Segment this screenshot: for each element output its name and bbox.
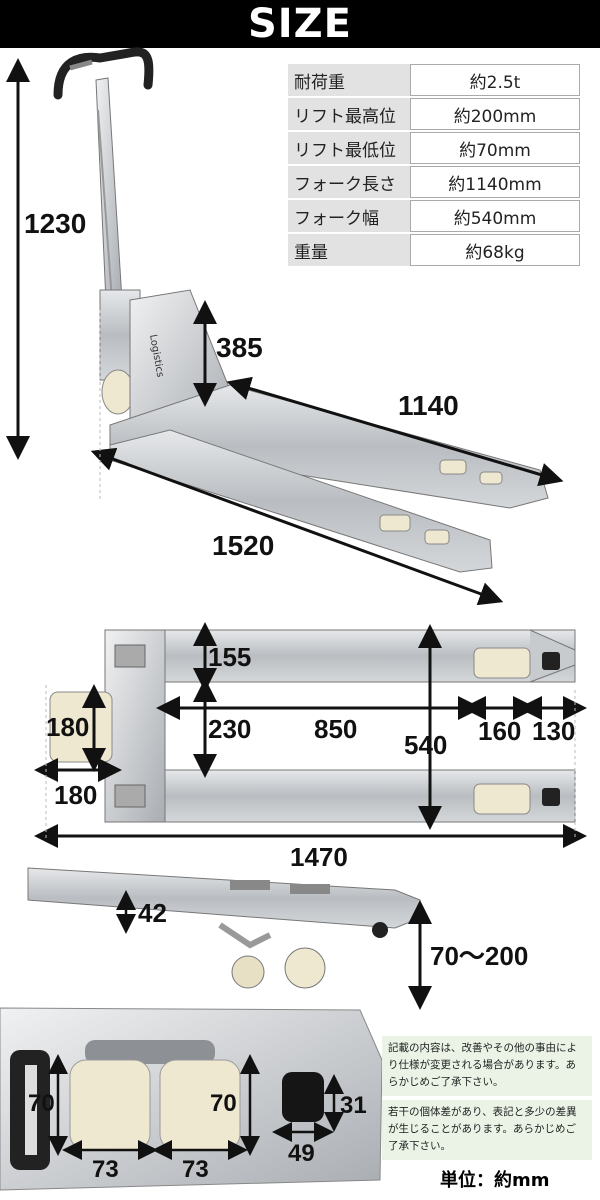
unit-label: 単位：約mm xyxy=(440,1170,550,1191)
spec-row: フォーク長さ約1140mm xyxy=(288,166,580,198)
spec-label: フォーク長さ xyxy=(288,166,410,198)
spec-value: 約540mm xyxy=(410,200,580,232)
spec-row: 耐荷重約2.5t xyxy=(288,64,580,96)
dim-lift-range: 70～200 xyxy=(430,941,529,971)
header-bar xyxy=(0,0,600,48)
spec-row: リフト最低位約70mm xyxy=(288,132,580,164)
spec-row: リフト最高位約200mm xyxy=(288,98,580,130)
note-individual-diff: 若干の個体差があり、表記と多少の差異が生じることがあります。あらかじめご了承下さ… xyxy=(382,1100,592,1160)
dim-inner-gap: 230 xyxy=(208,714,252,744)
dim-fork-length: 1140 xyxy=(398,390,459,421)
pallet-truck-top-view xyxy=(49,629,576,823)
dim-small-wheel-h: 31 xyxy=(340,1092,367,1119)
dim-steer-wheel-dia: 180 xyxy=(46,712,90,742)
note-spec-change: 記載の内容は、改善やその他の事由により仕様が変更される場合があります。あらかじめ… xyxy=(382,1036,592,1096)
dim-width: 540 xyxy=(404,730,448,760)
dim-overall-top: 1470 xyxy=(290,842,348,872)
spec-value: 約2.5t xyxy=(410,64,580,96)
dim-total-length: 1520 xyxy=(212,530,275,561)
spec-value: 約200mm xyxy=(410,98,580,130)
spec-row: フォーク幅約540mm xyxy=(288,200,580,232)
dim-fork-gap-side: 155 xyxy=(208,642,252,672)
dim-roller-right: 70 xyxy=(210,1090,237,1117)
spec-label: リフト最低位 xyxy=(288,132,410,164)
spec-label: リフト最高位 xyxy=(288,98,410,130)
spec-value: 約68kg xyxy=(410,234,580,266)
dim-roller-left: 70 xyxy=(28,1090,55,1117)
page-title: SIZE xyxy=(247,1,353,47)
dim-height-total: 1230 xyxy=(24,208,87,239)
fork-side-view xyxy=(27,867,421,989)
dim-height-frame: 385 xyxy=(216,332,263,363)
dim-inner-length: 850 xyxy=(314,714,358,744)
spec-table: 耐荷重約2.5t リフト最高位約200mm リフト最低位約70mm フォーク長さ… xyxy=(288,62,580,268)
spec-value: 約1140mm xyxy=(410,166,580,198)
dim-tip-length: 130 xyxy=(532,716,576,746)
spec-label: 重量 xyxy=(288,234,410,266)
dim-fork-thickness: 42 xyxy=(138,898,167,928)
dim-roller-width-1: 73 xyxy=(92,1156,119,1183)
spec-label: フォーク幅 xyxy=(288,200,410,232)
dim-roller-span: 160 xyxy=(478,716,522,746)
spec-row: 重量約68kg xyxy=(288,234,580,266)
dim-small-wheel-w: 49 xyxy=(288,1140,315,1167)
dim-steer-wheel-track: 180 xyxy=(54,780,98,810)
spec-label: 耐荷重 xyxy=(288,64,410,96)
dim-roller-width-2: 73 xyxy=(182,1156,209,1183)
spec-value: 約70mm xyxy=(410,132,580,164)
